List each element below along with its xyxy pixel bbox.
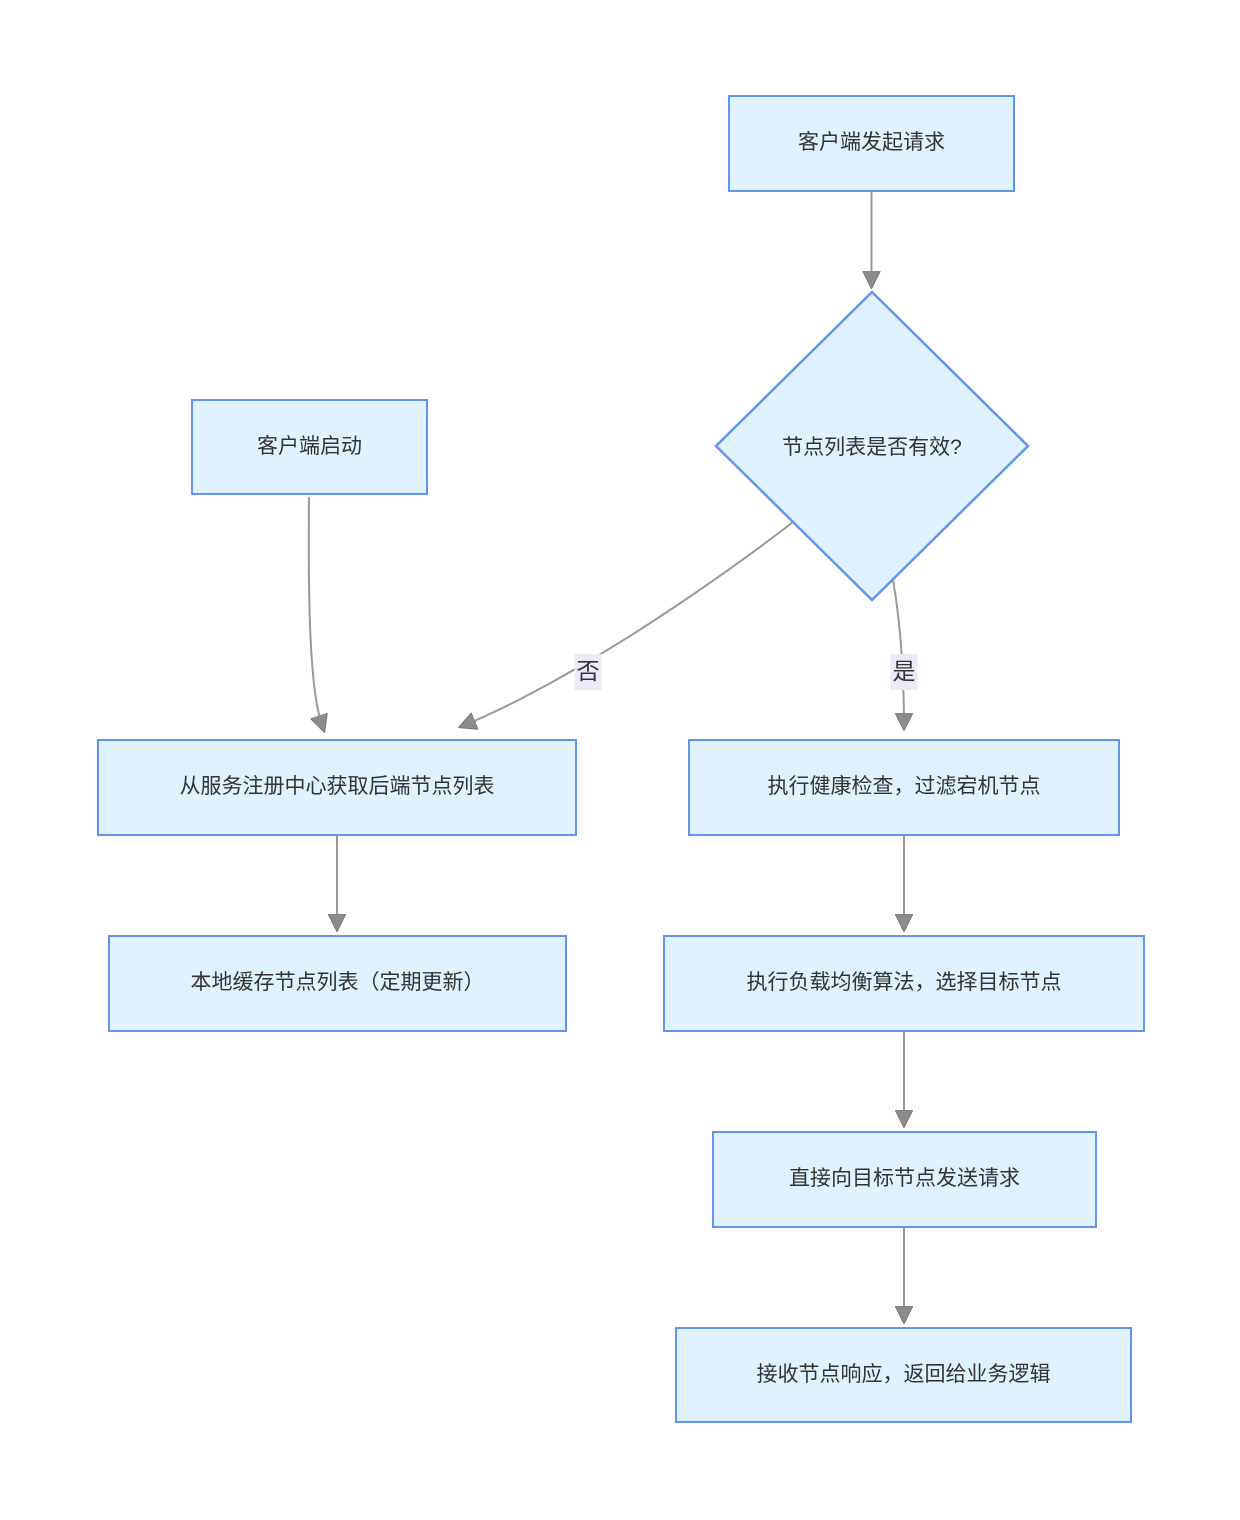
node-client-request: 客户端发起请求	[728, 95, 1015, 192]
edge-boot-to-fetch	[307, 496, 324, 731]
node-client-request-label: 客户端发起请求	[798, 131, 945, 155]
node-client-boot-label: 客户端启动	[257, 434, 362, 458]
node-decision-valid-label: 节点列表是否有效?	[782, 436, 962, 459]
node-cache-nodes: 本地缓存节点列表（定期更新）	[108, 935, 567, 1032]
node-lb-algorithm: 执行负载均衡算法，选择目标节点	[663, 935, 1145, 1032]
node-receive-response: 接收节点响应，返回给业务逻辑	[675, 1327, 1132, 1423]
node-send-request: 直接向目标节点发送请求	[712, 1131, 1097, 1228]
node-receive-response-label: 接收节点响应，返回给业务逻辑	[756, 1362, 1051, 1386]
node-lb-algorithm-label: 执行负载均衡算法，选择目标节点	[746, 971, 1062, 995]
node-send-request-label: 直接向目标节点发送请求	[789, 1167, 1020, 1191]
edge-label-no: 否	[574, 654, 602, 690]
node-health-check-label: 执行健康检查，过滤宕机节点	[767, 775, 1041, 799]
edge-decision-no-to-fetch	[460, 521, 794, 727]
node-client-boot: 客户端启动	[191, 399, 428, 495]
node-fetch-nodes: 从服务注册中心获取后端节点列表	[97, 739, 577, 836]
node-cache-nodes-label: 本地缓存节点列表（定期更新）	[190, 971, 485, 995]
node-decision-valid: 节点列表是否有效?	[722, 406, 1022, 486]
node-health-check: 执行健康检查，过滤宕机节点	[688, 739, 1120, 836]
node-fetch-nodes-label: 从服务注册中心获取后端节点列表	[179, 775, 495, 799]
edge-label-yes: 是	[890, 654, 918, 690]
